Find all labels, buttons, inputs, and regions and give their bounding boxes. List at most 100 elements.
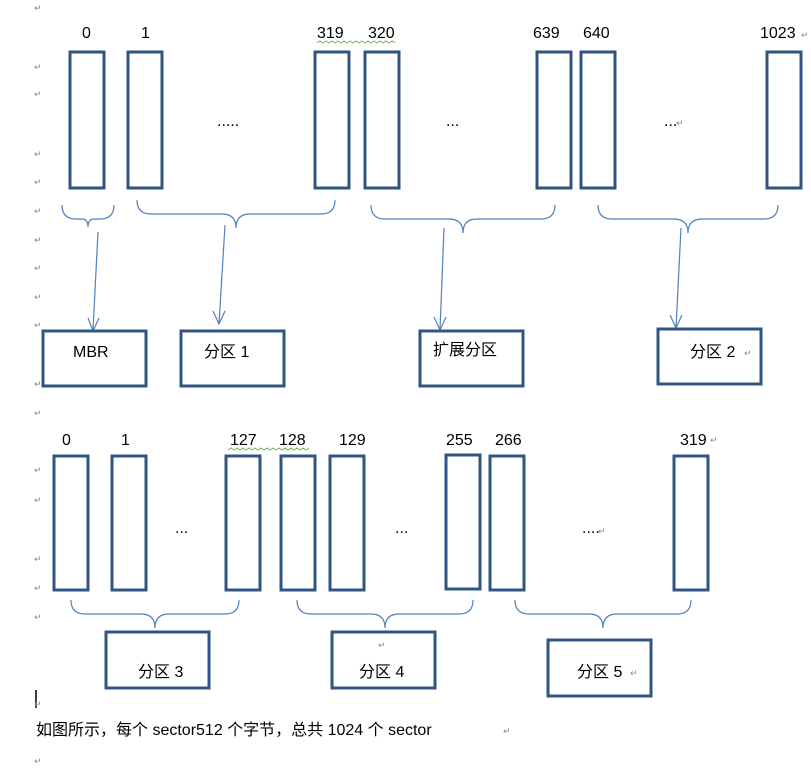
- sector-bar-1023: [765, 50, 803, 190]
- brace-partition-1: [136, 199, 336, 229]
- extended-partition-box: [418, 329, 525, 388]
- paragraph-mark-icon: ↵: [378, 641, 386, 651]
- gap-ellipsis-5: ...: [395, 520, 409, 537]
- caption-text: 如图所示，每个 sector512 个字节，总共 1024 个 sector: [36, 722, 432, 739]
- paragraph-mark-icon: ↵: [503, 727, 511, 737]
- sector-bar-1: [126, 50, 164, 190]
- partition-2-label: 分区 2: [690, 344, 736, 361]
- partition-3-box: [104, 630, 211, 690]
- paragraph-mark-icon: ↵: [34, 63, 42, 73]
- row2-braces: [70, 599, 692, 629]
- sector-bar-127: [224, 454, 262, 592]
- paragraph-mark-icon: ↵: [34, 236, 42, 246]
- sector-bar-639: [535, 50, 573, 190]
- partition-5-box: [546, 638, 653, 698]
- gap-ellipsis-2: ...: [446, 113, 460, 130]
- sector-bar-320: [363, 50, 401, 190]
- arrow-to-mbr: [92, 231, 99, 331]
- row2-sector-bars: [52, 453, 710, 592]
- sector-bar-0b: [52, 454, 90, 592]
- sector-bar-129: [328, 454, 366, 592]
- sector-label-1b: 1: [121, 432, 130, 449]
- arrow-head-partition-1: [212, 310, 226, 326]
- sector-label-266: 266: [495, 432, 522, 449]
- paragraph-mark-icon: ↵: [34, 178, 42, 188]
- row1-arrows: [87, 224, 683, 333]
- sector-label-1: 1: [141, 25, 150, 42]
- paragraph-mark-icon: ↵: [34, 757, 42, 767]
- sector-label-127: 127: [230, 432, 257, 449]
- paragraph-mark-icon: ↵: [744, 349, 752, 359]
- sector-bar-128: [279, 454, 317, 592]
- row1-partition-boxes: [41, 327, 763, 388]
- paragraph-mark-icon: ↵: [34, 264, 42, 274]
- paragraph-mark-icon: ↵: [34, 4, 42, 14]
- sector-label-640: 640: [583, 25, 610, 42]
- paragraph-mark-icon: ↵: [34, 150, 42, 160]
- sector-bar-319: [313, 50, 351, 190]
- sector-bar-640: [579, 50, 617, 190]
- brace-mbr: [61, 204, 115, 228]
- brace-partition-2: [597, 204, 779, 234]
- row2-partition-boxes: [104, 630, 653, 698]
- extended-partition-label: 扩展分区: [433, 342, 498, 359]
- sector-label-0b: 0: [62, 432, 71, 449]
- gap-ellipsis-3: ...: [664, 113, 678, 130]
- paragraph-mark-icon: ↵: [676, 119, 684, 129]
- spell-underline-127-128: [227, 447, 310, 451]
- sector-label-639: 639: [533, 25, 560, 42]
- mbr-box: [41, 329, 148, 388]
- paragraph-mark-icon: ↵: [34, 321, 42, 331]
- sector-label-0: 0: [82, 25, 91, 42]
- paragraph-mark-icon: ↵: [801, 31, 809, 41]
- sector-bar-319b: [672, 454, 710, 592]
- partition-1-label: 分区 1: [204, 344, 250, 361]
- partition-1-box: [179, 329, 286, 388]
- paragraph-mark-icon: ↵: [598, 527, 606, 537]
- paragraph-mark-icon: ↵: [34, 90, 42, 100]
- paragraph-mark-icon: ↵: [710, 436, 718, 446]
- brace-partition-3: [70, 599, 240, 629]
- sector-bar-0: [68, 50, 106, 190]
- paragraph-mark-icon: ↵: [34, 409, 42, 419]
- brace-extended: [370, 204, 556, 234]
- sector-label-255: 255: [446, 432, 473, 449]
- row1-sector-bars: [68, 50, 803, 190]
- sector-bar-255: [444, 453, 482, 591]
- gap-ellipsis-4: ...: [175, 520, 189, 537]
- paragraph-mark-icon: ↵: [34, 293, 42, 303]
- partition-5-label: 分区 5: [577, 664, 623, 681]
- paragraph-mark-icon: ↵: [34, 555, 42, 565]
- paragraph-mark-icon: ↵: [34, 700, 42, 710]
- gap-ellipsis-1: .....: [217, 113, 240, 130]
- sector-bar-1b: [110, 454, 148, 592]
- partition-4-label: 分区 4: [359, 664, 405, 681]
- mbr-label: MBR: [73, 344, 109, 361]
- arrow-to-partition-2: [675, 227, 682, 329]
- spell-underline-319: [316, 40, 396, 44]
- partition-4-box: [330, 630, 437, 690]
- paragraph-mark-icon: ↵: [630, 669, 638, 679]
- brace-partition-4: [296, 599, 474, 629]
- sector-label-1023: 1023: [760, 25, 796, 42]
- partition-2-box: [656, 327, 763, 386]
- partition-3-label: 分区 3: [138, 664, 184, 681]
- gap-ellipsis-6: ....: [582, 520, 600, 537]
- sector-bar-266: [488, 454, 526, 592]
- arrow-to-extended: [439, 227, 445, 331]
- sector-label-319: 319: [317, 25, 344, 42]
- sector-label-128: 128: [279, 432, 306, 449]
- paragraph-mark-icon: ↵: [34, 380, 42, 390]
- brace-partition-5: [514, 599, 692, 629]
- paragraph-mark-icon: ↵: [34, 613, 42, 623]
- arrow-to-partition-1: [218, 224, 226, 325]
- sector-label-320: 320: [368, 25, 395, 42]
- sector-label-129: 129: [339, 432, 366, 449]
- sector-label-319b: 319: [680, 432, 707, 449]
- paragraph-mark-icon: ↵: [34, 584, 42, 594]
- paragraph-mark-icon: ↵: [34, 466, 42, 476]
- paragraph-mark-icon: ↵: [34, 207, 42, 217]
- row1-braces: [61, 199, 779, 234]
- paragraph-mark-icon: ↵: [34, 496, 42, 506]
